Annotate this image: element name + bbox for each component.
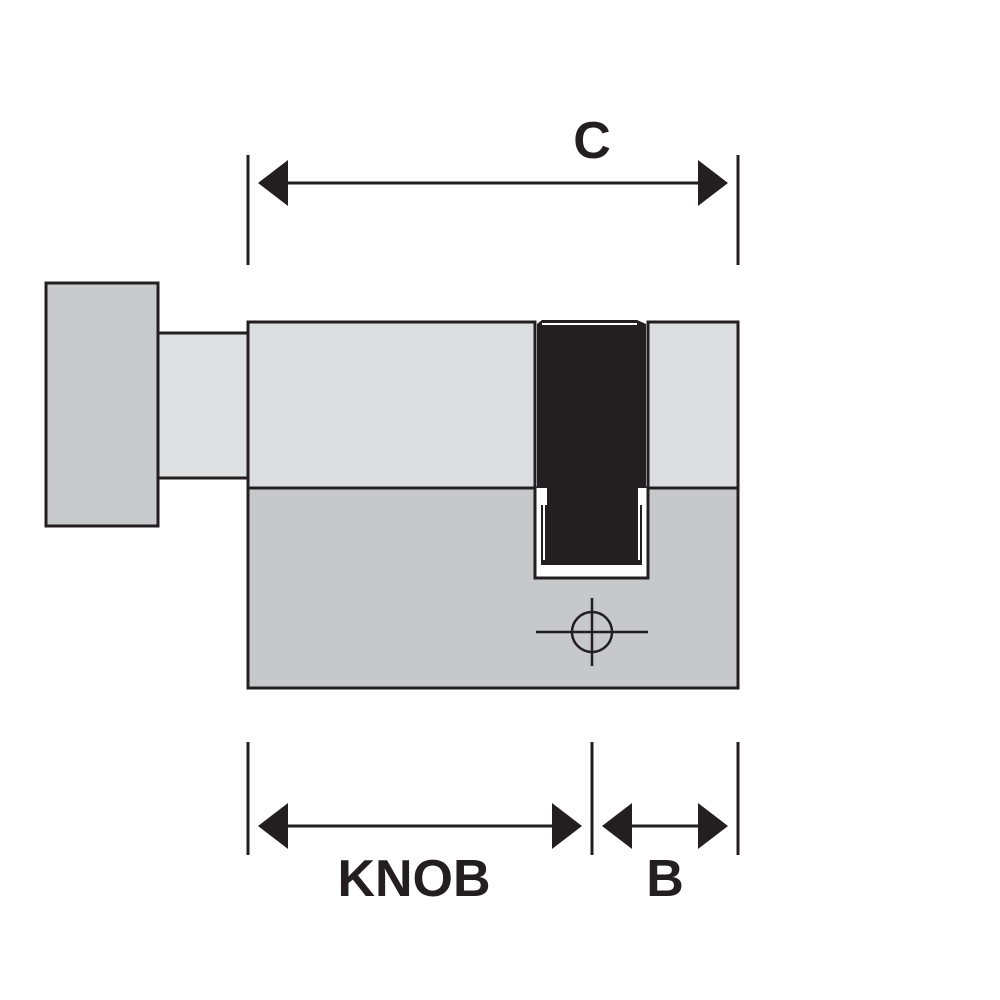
dimension-c-label: C (573, 112, 611, 170)
knob-shaft (156, 331, 250, 480)
dimension-knob-label: KNOB (337, 850, 490, 908)
dimension-b-arrow-right (698, 803, 728, 849)
cylinder-body-upper-left (246, 320, 537, 490)
dimension-c-arrow-right (698, 160, 728, 206)
dimension-knob-arrow-left (258, 803, 288, 849)
cylinder-body-lower (246, 486, 740, 690)
dimension-c-arrow-left (258, 160, 288, 206)
fixing-screw-icon (536, 598, 648, 666)
cylinder-body-upper-right (646, 320, 740, 490)
cam (537, 320, 646, 565)
knob-face (44, 281, 160, 528)
dimension-b-arrow-left (602, 803, 632, 849)
dimension-knob-arrow-right (552, 803, 582, 849)
dimension-b-label: B (646, 850, 684, 908)
